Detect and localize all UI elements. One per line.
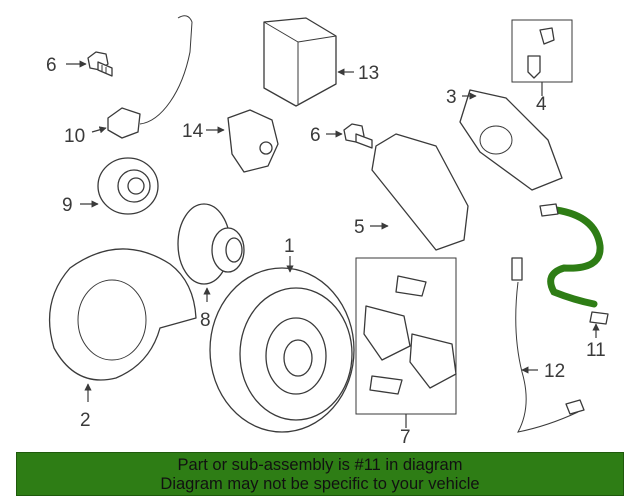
callout-3: 3 <box>446 87 457 108</box>
callout-4: 4 <box>536 94 547 115</box>
banner-line-1: Part or sub-assembly is #11 in diagram <box>177 456 463 474</box>
wheel-bearing-part-9 <box>97 157 159 215</box>
callout-14: 14 <box>182 121 204 142</box>
hub-part-8 <box>177 203 245 285</box>
bolt-part-6 <box>87 51 113 77</box>
hardware-kit-part-4 <box>511 19 573 83</box>
sensor-part-14 <box>227 109 279 173</box>
caliper-part-3 <box>459 89 563 191</box>
callout-6a: 6 <box>46 55 57 76</box>
speed-sensor-part-12 <box>511 257 585 433</box>
callout-6b: 6 <box>310 125 321 146</box>
callout-5: 5 <box>354 217 365 238</box>
brake-pads-part-7 <box>355 257 457 415</box>
callout-11: 11 <box>586 340 606 361</box>
callout-7: 7 <box>400 427 411 448</box>
part-info-banner: Part or sub-assembly is #11 in diagram D… <box>16 452 624 496</box>
brake-parts-diagram: 6 10 13 14 9 8 2 <box>46 15 609 448</box>
callout-1: 1 <box>284 236 295 257</box>
callout-13: 13 <box>358 63 379 84</box>
module-part-13 <box>263 17 337 107</box>
banner-line-2: Diagram may not be specific to your vehi… <box>160 475 480 493</box>
callout-10: 10 <box>64 126 85 147</box>
brake-hose-part-11 <box>539 203 609 325</box>
bolt-part-6-middle <box>343 123 373 149</box>
caliper-bracket-part-5 <box>371 133 469 251</box>
callout-12: 12 <box>544 361 565 382</box>
wear-sensor-part-10 <box>107 15 193 139</box>
callout-9: 9 <box>62 195 73 216</box>
callout-8: 8 <box>200 310 211 331</box>
dust-shield-part-2 <box>48 248 197 381</box>
callout-2: 2 <box>80 410 91 431</box>
rotor-part-1 <box>209 267 355 433</box>
